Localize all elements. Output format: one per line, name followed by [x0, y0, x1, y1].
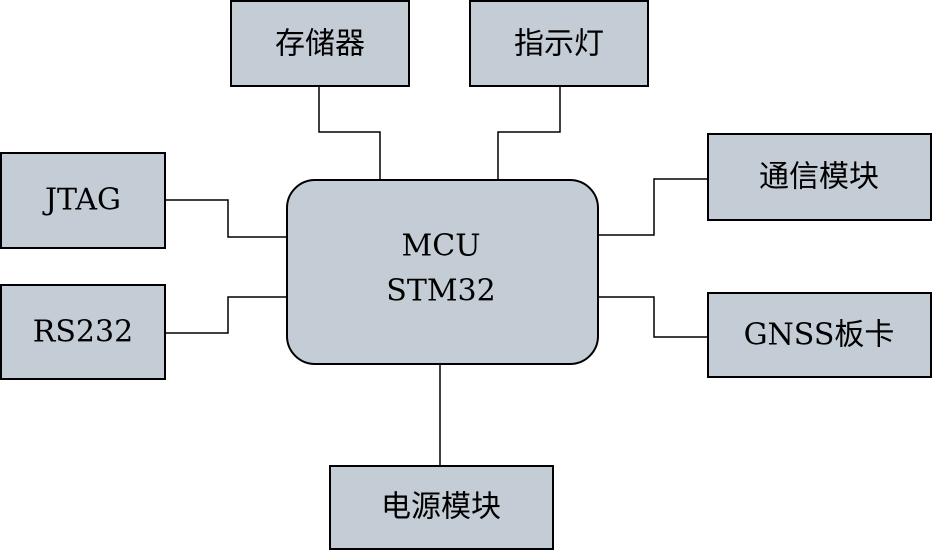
- jtag-label: JTAG: [42, 183, 121, 218]
- wire-storage: [318, 86, 381, 180]
- rs232-block: RS232: [0, 284, 166, 380]
- mcu-label-line1: MCU: [402, 229, 481, 264]
- comm-module-block: 通信模块: [707, 133, 932, 221]
- wire-rs232: [165, 296, 287, 334]
- power-module-label: 电源模块: [381, 490, 501, 525]
- indicator-label: 指示灯: [514, 27, 604, 62]
- jtag-block: JTAG: [0, 152, 166, 249]
- indicator-block: 指示灯: [469, 0, 649, 87]
- wire-indicator: [497, 86, 561, 180]
- storage-block: 存储器: [230, 0, 410, 87]
- storage-label: 存储器: [275, 27, 365, 62]
- gnss-board-block: GNSS板卡: [707, 292, 932, 378]
- mcu-label-line2: STM32: [386, 274, 495, 309]
- comm-module-label: 通信模块: [759, 160, 879, 195]
- power-module-block: 电源模块: [329, 465, 554, 550]
- wire-gnss-board: [598, 296, 708, 338]
- mcu-block: MCU STM32: [286, 179, 599, 365]
- gnss-board-label: GNSS板卡: [744, 318, 895, 353]
- rs232-label: RS232: [33, 315, 133, 350]
- wire-jtag: [165, 199, 287, 238]
- wire-comm-module: [598, 178, 708, 236]
